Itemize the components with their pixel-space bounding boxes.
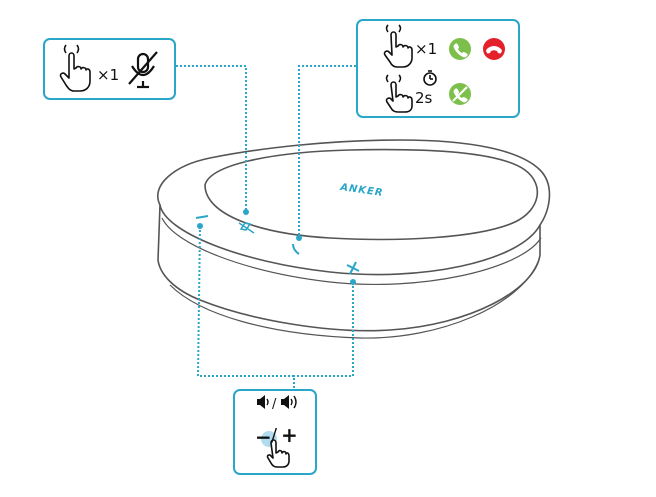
- leader-line-volume-down: [196, 225, 295, 390]
- volume-plus-label: +: [281, 423, 298, 447]
- call-button[interactable]: [292, 243, 300, 255]
- call-callout: ×1 2s: [356, 19, 520, 118]
- call-hold-time: 2s: [415, 89, 433, 107]
- mute-button[interactable]: [238, 222, 255, 234]
- touch-hand-icon: [266, 439, 290, 468]
- mute-callout: ×1: [43, 38, 176, 100]
- single-press-hand-icon: [59, 44, 91, 92]
- volume-up-button[interactable]: [346, 261, 360, 275]
- volume-up-icon: [281, 395, 297, 409]
- call-press-count: ×1: [415, 40, 438, 58]
- volume-callout: / − / +: [233, 389, 317, 475]
- press-hold-hand-icon: [385, 74, 413, 113]
- timer-icon: [423, 70, 437, 86]
- device-top-panel: [204, 148, 539, 241]
- volume-minus-label: −: [255, 425, 272, 449]
- leader-line-mute: [176, 65, 247, 212]
- volume-down-icon: [257, 395, 269, 409]
- volume-slash-label: /: [271, 425, 278, 446]
- leader-line-volume-up: [294, 282, 354, 377]
- answer-call-icon: [449, 38, 471, 60]
- leader-line-call: [298, 65, 356, 236]
- svg-text:/: /: [272, 397, 277, 412]
- mic-mute-icon: [128, 51, 158, 89]
- single-press-hand-icon: [383, 24, 413, 68]
- volume-down-button[interactable]: [195, 215, 209, 219]
- mute-press-count: ×1: [97, 66, 120, 84]
